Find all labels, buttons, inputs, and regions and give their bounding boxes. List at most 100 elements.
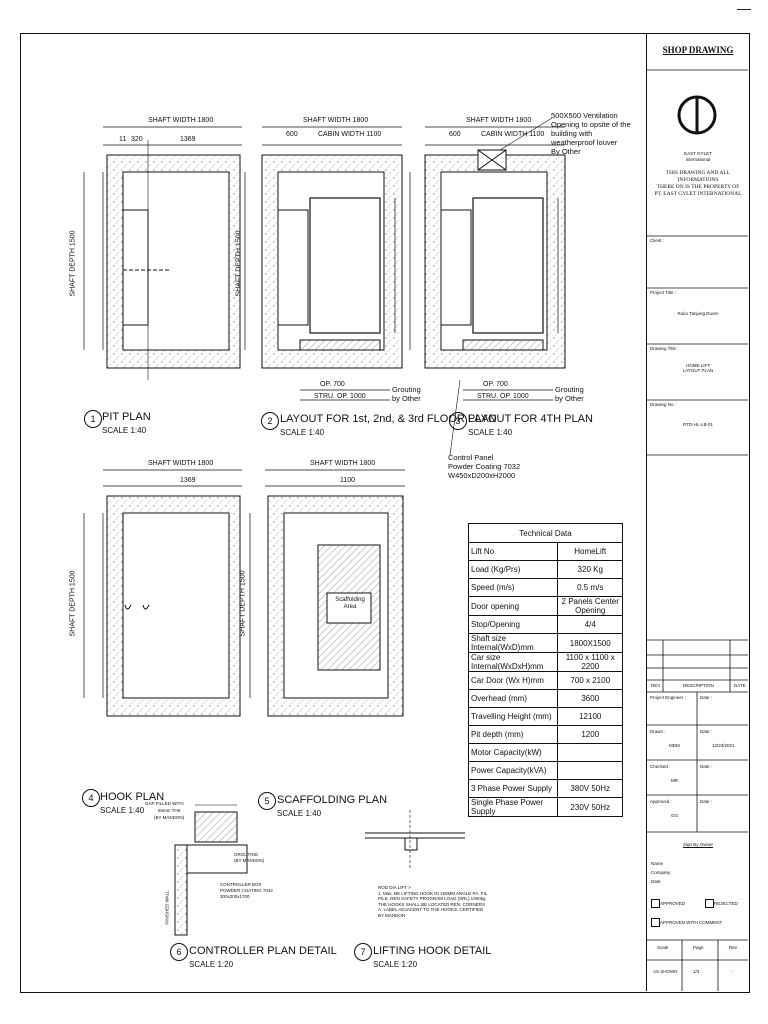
- drawing-title-value: HOME LIFT LAYOUT PLAN: [682, 363, 714, 373]
- technical-data-label: 3 Phase Power Supply: [467, 779, 559, 798]
- shop-drawing-header: SHOP DRAWING: [662, 45, 734, 55]
- technical-data-value: 2 Panels Center Opening: [557, 596, 623, 616]
- rev-header-desc: DESCRIPTION: [683, 683, 714, 688]
- pit-shaft-depth: SHAFT DEPTH 1500: [69, 230, 77, 297]
- technical-data-value: 700 x 2100: [557, 671, 623, 690]
- drawing-title-label: Drawing Title :: [650, 346, 679, 351]
- f4-plan-number: 3: [449, 412, 467, 430]
- scaffold-shaft-width: SHAFT WIDTH 1800: [310, 460, 376, 467]
- pit-plan-drawing: [83, 126, 242, 380]
- pit-plan-title: PIT PLAN: [102, 411, 151, 423]
- footer-rev-value: -: [732, 969, 734, 974]
- f123-plan-number: 2: [261, 412, 279, 430]
- f4-plan-title: LAYOUT FOR 4TH PLAN: [468, 413, 593, 425]
- floor-4-plan-drawing: [409, 117, 566, 456]
- lifting-plan-number: 7: [354, 943, 372, 961]
- logo-text: EAST GYLET: [684, 151, 712, 156]
- rev-header-date: DATE: [734, 683, 746, 688]
- f4-plan-scale: SCALE 1:40: [468, 428, 513, 437]
- drawing-no-value: RTD-HL-LB-01: [683, 422, 713, 427]
- rejected-checkbox[interactable]: [705, 899, 714, 908]
- hook-dim-top-2: 1369: [180, 477, 196, 484]
- sign-by-owner: Sign By Owner: [682, 842, 713, 847]
- checked-value: MR: [671, 778, 678, 783]
- rev-header-rev: REV: [651, 683, 661, 688]
- controller-note-0: GAP FILLED WITH: [145, 801, 184, 806]
- checked-label: Checked :: [650, 764, 671, 769]
- technical-data-row: Pit depth (mm)1200: [467, 725, 623, 744]
- approved-checkbox[interactable]: [651, 899, 660, 908]
- f123-cabin-width: CABIN WIDTH 1100: [318, 131, 382, 138]
- f4-dim-top-0: 600: [449, 131, 461, 138]
- hook-shaft-width: SHAFT WIDTH 1800: [148, 460, 214, 467]
- lifting-plan-scale: SCALE 1:20: [373, 960, 418, 969]
- lifting-hook-note: ROD DIA LIFT > 1. Max. BE LIFTING HOOK I…: [378, 885, 488, 918]
- hook-plan-number: 4: [82, 789, 100, 807]
- owner-company-label: Company: [651, 870, 671, 875]
- drawn-date-label: Date :: [700, 729, 713, 734]
- pit-shaft-width: SHAFT WIDTH 1800: [148, 117, 214, 124]
- technical-data-value: 320 Kg: [557, 560, 623, 579]
- technical-data-label: Lift No: [467, 542, 559, 561]
- drawing-no-label: Drawing No :: [650, 402, 677, 407]
- technical-data-value: 1200: [557, 725, 623, 744]
- scaffold-plan-title: SCAFFOLDING PLAN: [277, 794, 388, 806]
- technical-data-row: Load (Kg/Prs)320 Kg: [467, 560, 623, 579]
- technical-data-label: Power Capacity(kVA): [467, 761, 559, 780]
- floor-123-plan-drawing: [244, 126, 403, 401]
- drawn-date: 12/23/2021: [712, 743, 735, 748]
- technical-data-label: Load (Kg/Prs): [467, 560, 559, 579]
- controller-plan-number: 6: [170, 943, 188, 961]
- technical-data-label: Travelling Height (mm): [467, 707, 559, 726]
- hook-plan-title: HOOK PLAN: [100, 791, 165, 803]
- technical-data-label: Speed (m/s): [467, 578, 559, 597]
- footer-scale-value: AS SHOWN: [653, 969, 678, 974]
- technical-data-label: Door opening: [467, 596, 559, 616]
- f123-plan-scale: SCALE 1:40: [280, 428, 325, 437]
- logo-sub: international: [685, 157, 711, 162]
- pit-plan-scale: SCALE 1:40: [102, 426, 147, 435]
- owner-name-label: Name: [651, 861, 664, 866]
- controller-note-2: (BY MANDON): [154, 815, 185, 820]
- f4-dim-bottom-4: STRU. OP. 1000: [477, 393, 529, 400]
- f4-dim-bottom-1: OP. 700: [483, 381, 508, 388]
- scaffold-area-label: Scaffolding Area: [335, 597, 365, 610]
- title-block: SHOP DRAWING EAST GYLET international TH…: [646, 33, 749, 991]
- technical-data-row: Power Capacity(kVA): [467, 761, 623, 780]
- lifting-plan-title: LIFTING HOOK DETAIL: [373, 945, 492, 957]
- f4-cabin-width: CABIN WIDTH 1100: [481, 131, 545, 138]
- scaffold-plan-number: 5: [258, 792, 276, 810]
- technical-data-value: 12100: [557, 707, 623, 726]
- f123-plan-title: LAYOUT FOR 1st, 2nd, & 3rd FLOOR PLAN: [280, 413, 497, 425]
- approved-comment-checkbox[interactable]: [651, 918, 660, 927]
- drawing-sheet: [20, 33, 750, 993]
- technical-data-value: [557, 761, 623, 780]
- pit-dim-top-1: 320: [131, 136, 143, 143]
- technical-data-label: Car Door (Wx H)mm: [467, 671, 559, 690]
- pe-date-label: Date :: [700, 695, 713, 700]
- technical-data-row: Overhead (mm)3600: [467, 689, 623, 708]
- approved-date-label: Date :: [700, 799, 713, 804]
- checked-date-label: Date :: [700, 764, 713, 769]
- scaffolding-plan-drawing: [249, 469, 405, 717]
- project-engineer-label: Project Engineer :: [650, 695, 686, 700]
- technical-data-label: Car size Internal(WxDxH)mm: [467, 652, 559, 672]
- project-value: Ruko Tanjung Duren: [677, 311, 719, 316]
- technical-data-label: Shaft size Internal(WxD)mm: [467, 633, 559, 653]
- client-label: Client :: [650, 238, 665, 243]
- owner-date-label: Date: [651, 879, 661, 884]
- approved-check-label: APPROVED: [660, 901, 686, 906]
- f4-grouting-note: Grouting by Other: [555, 385, 584, 403]
- scaffold-plan-scale: SCALE 1:40: [277, 809, 322, 818]
- drawn-value: MDM: [669, 743, 680, 748]
- hook-plan-drawing: [83, 469, 242, 717]
- pit-dim-top-2: 1369: [180, 136, 196, 143]
- technical-data-value: 3600: [557, 689, 623, 708]
- technical-data-value: 380V 50Hz: [557, 779, 623, 798]
- controller-plan-title: CONTROLLER PLAN DETAIL: [189, 945, 337, 957]
